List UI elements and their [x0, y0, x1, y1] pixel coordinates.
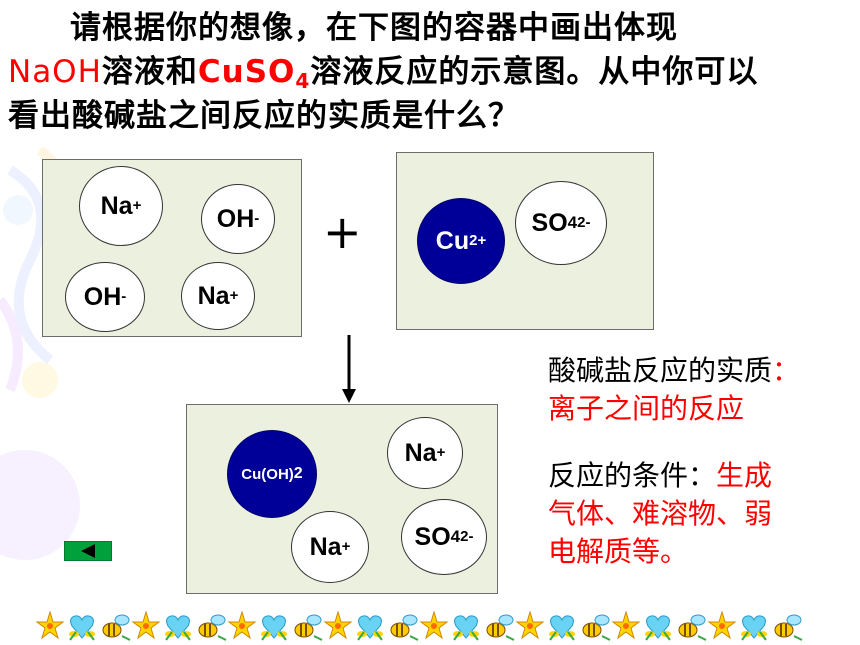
oh-ion-2: OH-: [65, 262, 145, 332]
essence-value: 离子之间的反应: [548, 392, 745, 425]
na-ion-product-1: Na+: [387, 417, 463, 489]
naoh-solution-container: Na+ OH- OH- Na+: [42, 159, 302, 337]
cuso4-formula: CuSO4: [197, 54, 311, 93]
condition-label: 反应的条件：: [548, 459, 717, 492]
back-triangle-icon: [81, 544, 95, 558]
question-line-1: 请根据你的想像，在下图的容器中画出体现: [70, 10, 678, 46]
question-text: 请根据你的想像，在下图的容器中画出体现 NaOH溶液和CuSO4溶液反应的示意图…: [8, 6, 853, 138]
na-ion-product-2: Na+: [291, 511, 369, 583]
plus-sign: +: [323, 205, 362, 259]
na-ion-2: Na+: [181, 262, 255, 330]
cu-oh-2-precipitate: Cu(OH)2: [227, 430, 317, 518]
question-and-text: 溶液和: [101, 54, 198, 90]
back-button[interactable]: [64, 541, 112, 561]
na-ion-1: Na+: [79, 166, 163, 246]
condition-note: 反应的条件：生成 气体、难溶物、弱 电解质等。: [548, 459, 773, 568]
essence-note: 酸碱盐反应的实质： 离子之间的反应: [548, 354, 801, 425]
question-line-3: 看出酸碱盐之间反应的实质是什么？: [8, 98, 520, 134]
oh-ion-1: OH-: [201, 184, 275, 254]
down-arrow-icon: [342, 335, 356, 403]
decorative-border: [36, 611, 803, 641]
essence-label: 酸碱盐反应的实质: [548, 354, 773, 387]
question-line-2-rest: 溶液反应的示意图。从中你可以: [310, 54, 759, 90]
naoh-formula: NaOH: [8, 54, 102, 90]
